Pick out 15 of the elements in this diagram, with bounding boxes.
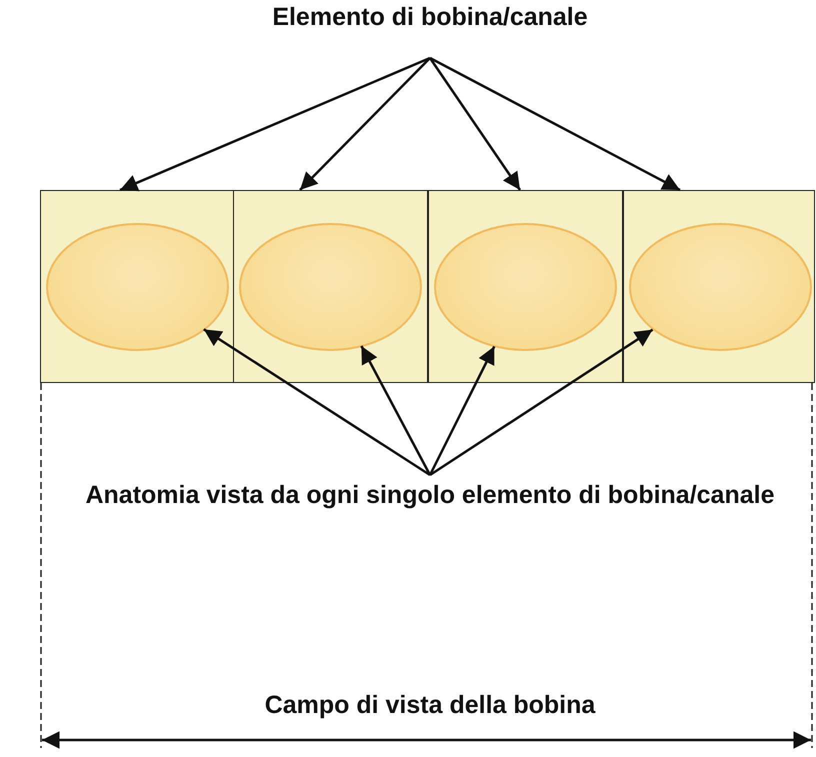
arrow bbox=[203, 328, 431, 476]
arrow bbox=[428, 57, 522, 191]
coil-element-box bbox=[428, 190, 623, 383]
arrow bbox=[360, 345, 432, 476]
coil-element-box bbox=[233, 190, 428, 383]
arrow bbox=[428, 346, 496, 476]
coil-element-box bbox=[40, 190, 234, 383]
arrow bbox=[120, 56, 430, 192]
arrow bbox=[299, 57, 431, 191]
caption-text: Elemento di bobina/canale bbox=[160, 0, 700, 35]
dimension-label: Campo di vista della bobina bbox=[264, 690, 596, 721]
caption-text: Anatomia vista da ogni singolo elemento di bobina/canale bbox=[60, 478, 800, 513]
arrow bbox=[429, 56, 681, 192]
arrow bbox=[429, 328, 654, 476]
coil-element-box bbox=[623, 190, 815, 383]
